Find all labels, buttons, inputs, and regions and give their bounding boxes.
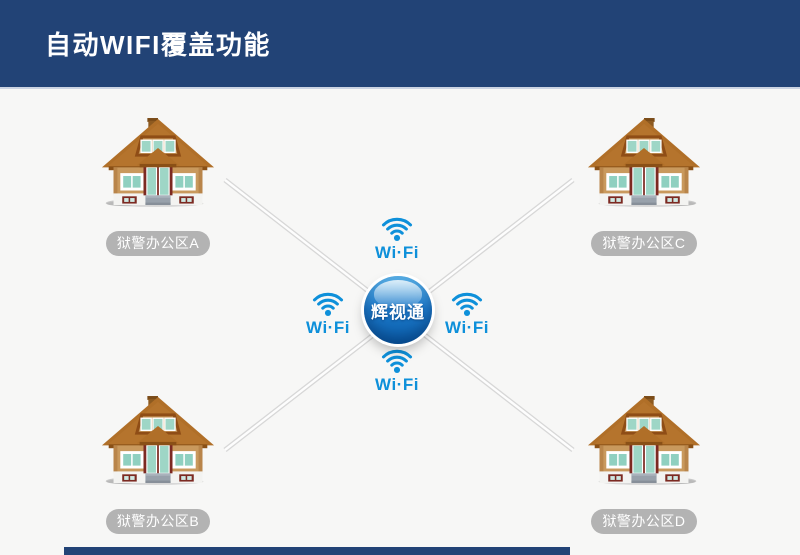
wifi-icon [381, 217, 413, 242]
wifi-indicator-top: Wi·Fi [352, 215, 442, 263]
wifi-label: Wi·Fi [306, 318, 350, 337]
house-icon [88, 394, 228, 491]
wifi-label: Wi·Fi [445, 318, 489, 337]
wifi-indicator-left: Wi·Fi [283, 290, 373, 338]
header: 自动WIFI覆盖功能 [0, 0, 800, 89]
house-icon [574, 394, 714, 491]
hub-device: 辉视通 [364, 276, 432, 344]
node-label-c: 狱警办公区C [591, 231, 697, 256]
wifi-icon [312, 292, 344, 317]
wifi-indicator-right: Wi·Fi [422, 290, 512, 338]
wifi-label: Wi·Fi [375, 243, 419, 262]
node-label-d: 狱警办公区D [591, 509, 697, 534]
footer-accent-bar [64, 547, 570, 555]
node-office-c: 狱警办公区C [574, 116, 714, 256]
wifi-icon [381, 349, 413, 374]
wifi-indicator-bottom: Wi·Fi [352, 347, 442, 395]
house-icon [88, 116, 228, 213]
node-office-b: 狱警办公区B [88, 394, 228, 534]
house-icon [574, 116, 714, 213]
wifi-icon [451, 292, 483, 317]
node-office-a: 狱警办公区A [88, 116, 228, 256]
node-office-d: 狱警办公区D [574, 394, 714, 534]
node-label-b: 狱警办公区B [105, 509, 211, 534]
hub-label: 辉视通 [371, 302, 425, 322]
page-title: 自动WIFI覆盖功能 [45, 30, 271, 60]
wifi-label: Wi·Fi [375, 375, 419, 394]
node-label-a: 狱警办公区A [105, 231, 211, 256]
